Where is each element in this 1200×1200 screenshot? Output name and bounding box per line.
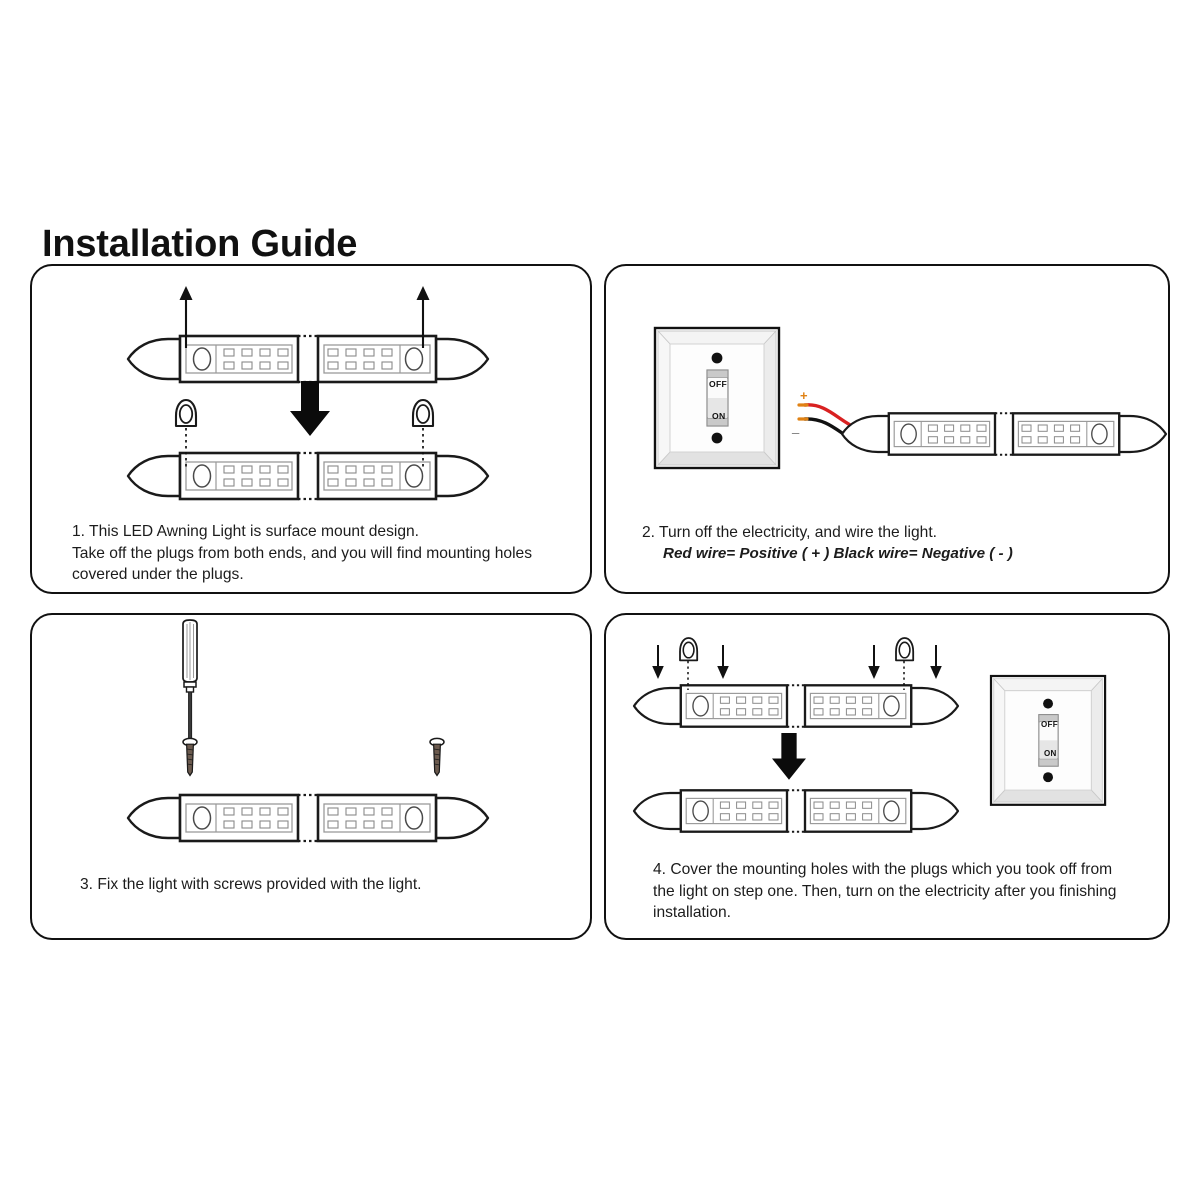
- step-3-panel: [30, 613, 592, 940]
- switch-off-label-panel4: OFF: [1041, 720, 1058, 729]
- step-2-subcaption: Red wire= Positive ( + ) Black wire= Neg…: [663, 545, 1013, 562]
- step-2-caption: 2. Turn off the electricity, and wire th…: [642, 524, 937, 541]
- step-3-caption: 3. Fix the light with screws provided wi…: [80, 876, 422, 893]
- page-title: Installation Guide: [42, 223, 358, 266]
- switch-on-label: ON: [712, 411, 726, 421]
- switch-off-label: OFF: [709, 379, 728, 389]
- switch-on-label-panel4: ON: [1044, 749, 1057, 758]
- step-1-caption: 1. This LED Awning Light is surface moun…: [72, 523, 533, 583]
- step-4-caption: 4. Cover the mounting holes with the plu…: [653, 861, 1117, 921]
